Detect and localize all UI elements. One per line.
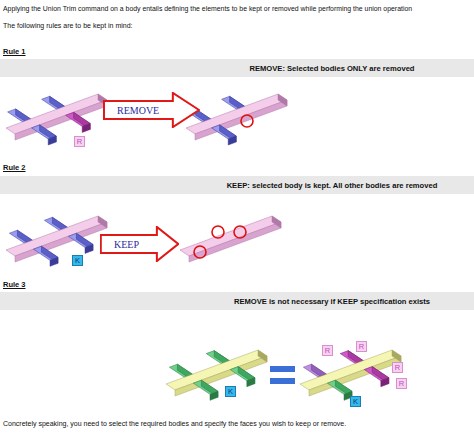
node-text: R xyxy=(77,137,82,146)
bar-face xyxy=(6,216,107,256)
remove-badge: R xyxy=(322,345,333,356)
bar-face xyxy=(278,94,287,106)
keep-badge: K xyxy=(225,386,236,397)
node-text: R xyxy=(359,342,364,351)
bar-face xyxy=(210,391,218,400)
bar-face xyxy=(186,94,287,134)
bar-face xyxy=(247,378,255,387)
bar-face xyxy=(50,257,58,266)
removed-marker xyxy=(234,226,246,238)
removed-marker xyxy=(212,226,224,238)
node-text: K xyxy=(75,256,80,265)
bar-face xyxy=(48,136,56,145)
body-text: The following rules are to be kept in mi… xyxy=(3,22,133,29)
rule-heading: Rule 2 xyxy=(3,163,26,172)
rule-band: REMOVE is not necessary if KEEP specific… xyxy=(0,292,474,310)
node-text: R xyxy=(325,346,330,355)
node-text: KEEP xyxy=(100,239,139,250)
bar-face xyxy=(228,136,236,145)
keep-badge: K xyxy=(350,396,361,407)
node-text: K xyxy=(353,397,358,406)
body-text: Concretely speaking, you need to select … xyxy=(3,420,346,427)
bar-face xyxy=(309,356,401,396)
bar-face xyxy=(392,350,401,362)
remove-badge: R xyxy=(74,136,85,147)
body-text: Applying the Union Trim command on a bod… xyxy=(3,5,412,12)
remove-badge: R xyxy=(396,378,407,389)
bar-face xyxy=(15,100,107,140)
bar-face xyxy=(258,350,267,362)
node-text: K xyxy=(228,387,233,396)
bar-face xyxy=(15,222,107,262)
bar-face xyxy=(189,222,281,262)
bar-face xyxy=(166,350,267,390)
remove-badge: R xyxy=(392,362,403,373)
node-text: KEEP: selected body is kept. All other b… xyxy=(227,181,438,190)
node-text: REMOVE is not necessary if KEEP specific… xyxy=(234,297,430,306)
rule-band: REMOVE: Selected bodies ONLY are removed xyxy=(0,59,474,77)
bar-face xyxy=(85,244,93,253)
bar-face xyxy=(98,216,107,228)
removed-marker xyxy=(194,246,206,258)
node-text: R xyxy=(395,363,400,372)
bar-face xyxy=(175,356,267,396)
bar-face xyxy=(272,216,281,228)
bar-face xyxy=(300,350,401,390)
node-text: REMOVE xyxy=(103,105,159,116)
equals-sign xyxy=(270,366,295,384)
rule-heading: Rule 3 xyxy=(3,280,26,289)
arrow-shape: REMOVE xyxy=(103,92,200,128)
bar-face xyxy=(195,100,287,140)
bar-face xyxy=(6,94,107,134)
rule-band: KEEP: selected body is kept. All other b… xyxy=(0,176,474,194)
remove-badge: R xyxy=(356,341,367,352)
rule-heading: Rule 1 xyxy=(3,47,26,56)
arrow-shape: KEEP xyxy=(100,226,179,262)
bar-face xyxy=(381,378,389,387)
keep-badge: K xyxy=(72,255,83,266)
bar-face xyxy=(82,123,90,132)
node-text: R xyxy=(399,379,404,388)
removed-marker xyxy=(241,115,253,127)
arrow-outline xyxy=(100,226,179,262)
node-text: REMOVE: Selected bodies ONLY are removed xyxy=(249,64,414,73)
